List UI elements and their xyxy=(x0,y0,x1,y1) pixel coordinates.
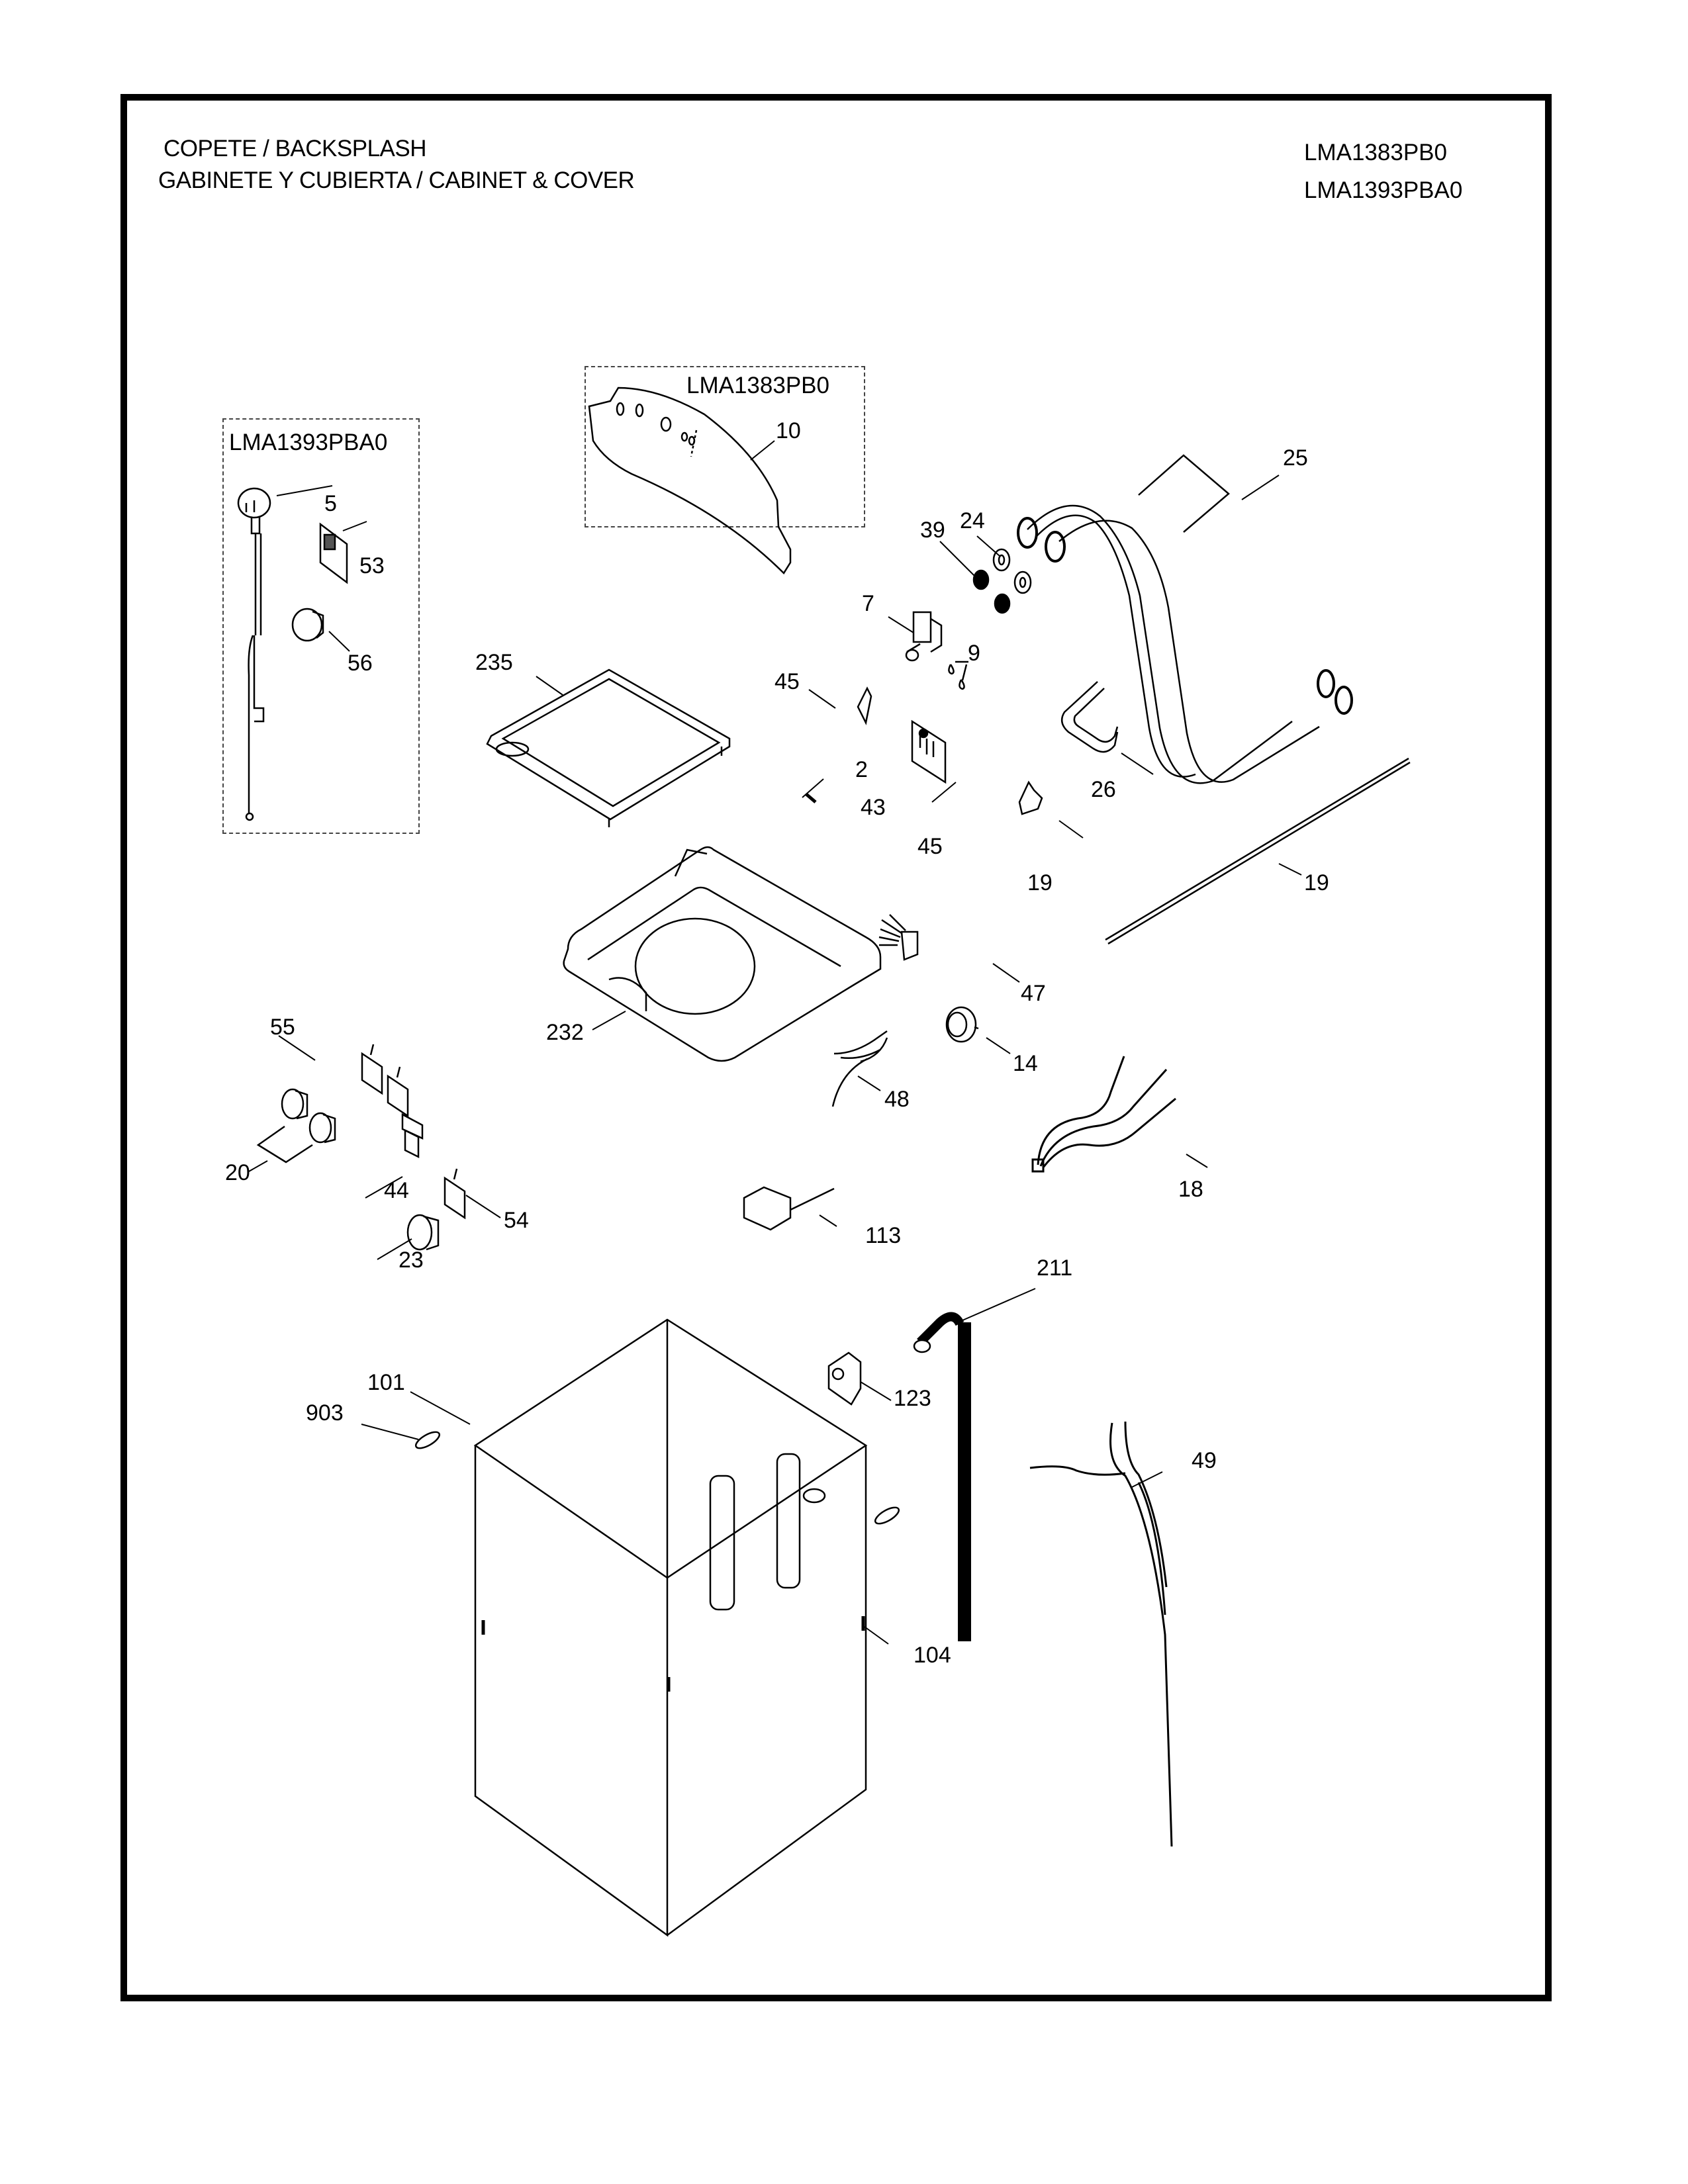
selector-switch-part-55 xyxy=(361,1044,409,1118)
hose-bracket-part xyxy=(827,1351,862,1406)
callout-113: 113 xyxy=(865,1223,902,1248)
callout-104: 104 xyxy=(914,1643,951,1668)
lid-switch-part xyxy=(743,1186,835,1231)
control-board-part xyxy=(911,719,947,784)
model-number: LMA1393PBA0 xyxy=(1304,177,1463,203)
leveling-leg-part xyxy=(481,1616,865,1692)
callout-5: 5 xyxy=(324,491,337,516)
callout-48: 48 xyxy=(884,1087,910,1112)
callout-18: 18 xyxy=(1178,1177,1203,1202)
washer-part xyxy=(992,548,1032,594)
callout-7: 7 xyxy=(862,591,874,616)
callout-19: 19 xyxy=(1304,870,1329,895)
switch-part-53 xyxy=(319,522,348,584)
hose-part-26 xyxy=(1060,681,1119,753)
lid-part xyxy=(486,668,731,827)
screw-part-2 xyxy=(805,793,817,803)
callout-903: 903 xyxy=(306,1400,344,1426)
inlet-hoses-part xyxy=(1017,454,1353,784)
cabinet-handle-part xyxy=(414,1431,900,1525)
hose-clamp-part xyxy=(948,660,968,690)
callout-211: 211 xyxy=(1037,1255,1073,1281)
inset-title: LMA1393PBA0 xyxy=(229,430,388,455)
section-title-backsplash: COPETE / BACKSPLASH xyxy=(164,136,427,161)
callout-232: 232 xyxy=(546,1020,584,1045)
callout-19: 19 xyxy=(1027,870,1053,895)
callout-23: 23 xyxy=(399,1248,424,1273)
drawing-frame xyxy=(120,94,1552,2001)
callout-9: 9 xyxy=(968,641,980,666)
water-inlet-valve-part xyxy=(905,611,943,662)
callout-53: 53 xyxy=(359,553,385,578)
callout-49: 49 xyxy=(1192,1448,1217,1473)
callout-47: 47 xyxy=(1021,981,1046,1006)
knob-part-23 xyxy=(406,1214,440,1251)
switch-part-44 xyxy=(401,1113,424,1159)
callout-45: 45 xyxy=(774,669,800,694)
callout-235: 235 xyxy=(475,650,513,675)
callout-55: 55 xyxy=(270,1015,295,1040)
callout-44: 44 xyxy=(384,1178,409,1203)
callout-123: 123 xyxy=(894,1386,931,1411)
connector-harness-part xyxy=(878,914,919,961)
callout-10: 10 xyxy=(776,418,801,443)
wire-harness-part-48 xyxy=(831,1030,888,1107)
leader-lines xyxy=(248,440,1302,1645)
power-cord-part xyxy=(237,487,271,821)
pressure-tube-part xyxy=(1105,757,1411,945)
callout-39: 39 xyxy=(920,518,945,543)
pressure-switch-part xyxy=(945,1006,979,1043)
drain-hose-part xyxy=(913,1312,971,1641)
bracket-part-45a xyxy=(857,686,872,725)
callout-54: 54 xyxy=(504,1208,529,1233)
section-title-cabinet-cover: GABINETE Y CUBIERTA / CABINET & COVER xyxy=(158,167,635,193)
main-wire-harness-part xyxy=(1029,1421,1173,1847)
wire-harness-part-18 xyxy=(1031,1056,1176,1173)
filter-screen-part xyxy=(972,569,1011,614)
callout-56: 56 xyxy=(348,651,373,676)
cabinet-part xyxy=(473,1318,868,1937)
callout-26: 26 xyxy=(1091,777,1116,802)
inset-title: LMA1383PB0 xyxy=(686,373,829,398)
callout-14: 14 xyxy=(1013,1051,1038,1076)
callout-20: 20 xyxy=(225,1160,250,1185)
callout-2: 2 xyxy=(855,757,868,782)
backsplash-panel-part xyxy=(588,387,792,574)
knobs-part-20 xyxy=(256,1088,336,1163)
model-number: LMA1383PB0 xyxy=(1304,140,1447,165)
bracket-part-45b xyxy=(1018,780,1043,815)
callout-101: 101 xyxy=(367,1370,405,1395)
selector-switch-part-54 xyxy=(444,1168,466,1220)
callout-45: 45 xyxy=(917,834,943,859)
callout-24: 24 xyxy=(960,508,985,533)
callout-43: 43 xyxy=(861,795,886,820)
knob-part-56 xyxy=(291,608,324,642)
inset-box-lma1383pb0: LMA1383PB0 xyxy=(585,366,865,527)
callout-25: 25 xyxy=(1283,445,1308,471)
top-cover-part xyxy=(563,846,882,1062)
